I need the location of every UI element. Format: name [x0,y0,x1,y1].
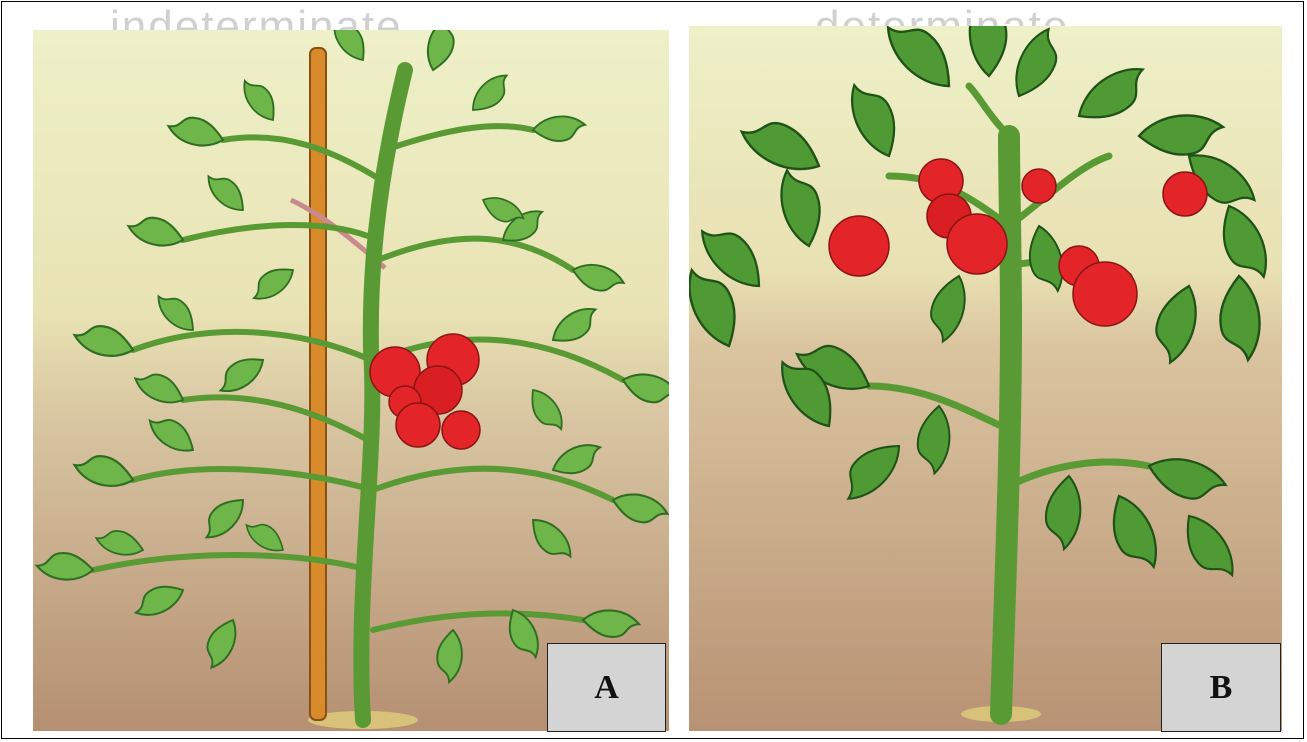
tomato [396,403,440,447]
panel-a-label: A [547,643,666,732]
tomato [442,411,480,449]
tomato [1163,172,1207,216]
panel-b-illustration [689,26,1282,731]
panel-b-determinate-plant [689,26,1282,731]
panel-b-label: B [1161,643,1281,732]
panel-a-illustration [33,30,669,731]
panel-a-indeterminate-plant [33,30,669,731]
tomato [1073,262,1137,326]
tomato [829,216,889,276]
tomato [947,214,1007,274]
tomato [1022,169,1056,203]
